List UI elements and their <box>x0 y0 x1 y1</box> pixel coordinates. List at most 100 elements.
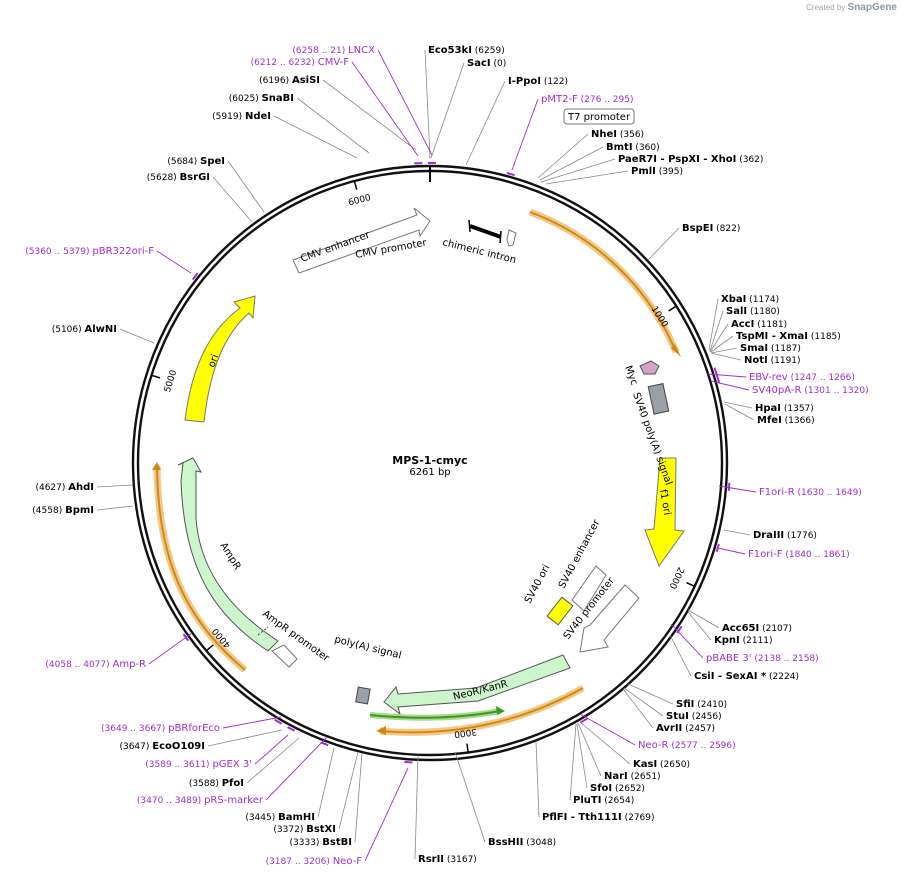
leader-rsrii <box>414 754 419 860</box>
primer-sv40pa-r: SV40pA-R (1301 .. 1320) <box>752 385 869 396</box>
enzyme-stui: StuI (2456) <box>666 711 722 722</box>
leader-i-ppoi <box>465 80 506 166</box>
tick-5000 <box>151 374 161 379</box>
enzyme-pflfi: PflFI - Tth111I (2769) <box>542 812 655 823</box>
enzyme-pmli: PmlI (395) <box>631 166 683 177</box>
enzyme-bstxi: (3372) BstXI <box>273 824 336 835</box>
leader-bpmi <box>96 505 134 511</box>
enzyme-ecoo109i: (3647) EcoO109I <box>119 741 205 752</box>
primer-leader-pbr322ori-f <box>156 250 192 274</box>
primer-lncx: (6258 .. 21) LNCX <box>292 45 375 56</box>
feature-sv40-enhancer <box>571 565 607 612</box>
leader-bstbi <box>354 752 363 843</box>
leader-hpai <box>723 401 753 409</box>
enzyme-alwni: (5106) AlwNI <box>52 324 117 335</box>
feature-myc <box>639 360 660 375</box>
enzyme-sfoi: SfoI (2652) <box>590 783 645 794</box>
enzyme-snabi: (6025) SnaBI <box>229 93 294 104</box>
leader-csii <box>669 634 692 677</box>
tick-label-3000: 3000 <box>453 726 477 739</box>
leader-paer7i <box>540 158 616 183</box>
primer-site-sv40pa-r <box>715 374 721 384</box>
primer-site-pbr322ori-f <box>191 272 199 281</box>
leader-sfoi <box>576 723 588 789</box>
label-f1-ori: f1 ori <box>657 489 672 517</box>
enzyme-ahdi: (4627) AhdI <box>35 482 94 493</box>
enzyme-nari: NarI (2651) <box>604 771 661 782</box>
enzyme-avrii: AvrII (2457) <box>656 723 715 734</box>
leader-snabi <box>296 97 370 154</box>
label-sv40-ori: SV40 ori <box>523 563 552 605</box>
enzyme-bsrgi: (5628) BsrGI <box>147 172 210 183</box>
enzyme-rsrii: RsrII (3167) <box>418 854 477 865</box>
primer-pmt2-f: pMT2-F (276 .. 295) <box>541 94 634 105</box>
label-chimeric-intron: chimeric intron <box>441 237 517 266</box>
leader-acci <box>709 323 729 353</box>
primer-site-pbabe-3 <box>676 625 683 634</box>
primer-site-f1ori-r <box>727 482 731 491</box>
primer-cmv-f: (6212 .. 6232) CMV-F <box>251 57 350 68</box>
leader-ecoo109i <box>207 729 283 747</box>
leader-acc65i <box>687 609 720 629</box>
enzyme-pluti: PluTI (2654) <box>573 795 634 806</box>
primer-site-prs-marker <box>320 741 329 747</box>
leader-tspmi <box>710 335 734 353</box>
primer-leader-pgex-3 <box>254 734 289 765</box>
primer-f1ori-r: F1ori-R (1630 .. 1649) <box>759 487 862 498</box>
snapgene-logo: SnapGene <box>847 2 897 13</box>
leader-bsshii <box>454 751 486 843</box>
leader-pluti <box>569 723 577 801</box>
primer-leader-ebv-rev <box>707 373 747 378</box>
leader-bsrgi <box>212 176 253 223</box>
leader-stui <box>623 687 664 717</box>
leader-bmti <box>539 146 604 181</box>
feature-neor-kanr <box>383 654 571 716</box>
primer-neo-f: (3187 .. 3206) Neo-F <box>266 856 363 867</box>
primer-leader-neo-f <box>364 767 409 862</box>
enzyme-acci: AccI (1181) <box>731 319 787 330</box>
feature-sv40-polya <box>647 383 670 415</box>
tick-2000 <box>686 581 695 588</box>
enzyme-kpni: KpnI (2111) <box>714 635 773 646</box>
credit-prefix: Created by <box>806 3 846 12</box>
leader-ahdi <box>96 484 134 488</box>
enzyme-pfoi: (3588) PfoI <box>189 778 244 789</box>
label-t7-promoter: T7 promoter <box>567 112 631 123</box>
leader-sfii <box>627 683 674 705</box>
enzyme-sali: SalI (1180) <box>726 306 780 317</box>
enzyme-kasi: KasI (2650) <box>633 759 690 770</box>
enzyme-tspmi: TspMI - XmaI (1185) <box>736 331 841 342</box>
enzyme-smai: SmaI (1187) <box>740 343 801 354</box>
enzyme-spei: (5684) SpeI <box>167 156 225 167</box>
primer-site-amp-r <box>182 633 190 642</box>
enzyme-asisi: (6196) AsiSI <box>259 75 320 86</box>
leader-nhei <box>537 133 589 179</box>
primer-leader-f1ori-f <box>717 547 746 555</box>
primer-leader-neo-r <box>579 713 636 746</box>
enzyme-bamhi: (3445) BamHI <box>245 812 315 823</box>
feature-sv40-ori <box>546 596 574 626</box>
feature-f1-ori <box>644 457 685 568</box>
leader-alwni <box>119 328 155 344</box>
feature-t7-arrow <box>506 229 517 247</box>
leader-mfei <box>724 403 755 421</box>
primer-labels: (6258 .. 21) LNCX(6212 .. 6232) CMV-F pMT… <box>25 45 868 867</box>
enzyme-hpai: HpaI (1357) <box>755 403 814 414</box>
label-lines <box>96 49 757 862</box>
enzyme-bmti: BmtI (360) <box>606 142 660 153</box>
primer-leader-f1ori-r <box>718 485 757 493</box>
plasmid-length: 6261 bp <box>409 467 450 478</box>
enzyme-acc65i: Acc65I (2107) <box>722 623 792 634</box>
leader-sali <box>709 310 724 352</box>
primer-amp-r: (4058 .. 4077) Amp-R <box>45 659 146 670</box>
tick-6000 <box>353 180 358 190</box>
bp-ticks <box>151 166 695 753</box>
enzyme-paer7i: PaeR7I - PspXI - XhoI (362) <box>618 154 763 165</box>
leader-pmli <box>545 170 629 185</box>
enzyme-mfei: MfeI (1366) <box>757 415 815 426</box>
feature-chimeric-intron <box>468 219 502 244</box>
enzyme-i-ppoi: I-PpoI (122) <box>508 76 568 87</box>
tick-label-2000: 2000 <box>667 565 686 590</box>
primer-pbr322ori-f: (5360 .. 5379) pBR322ori-F <box>25 246 154 257</box>
